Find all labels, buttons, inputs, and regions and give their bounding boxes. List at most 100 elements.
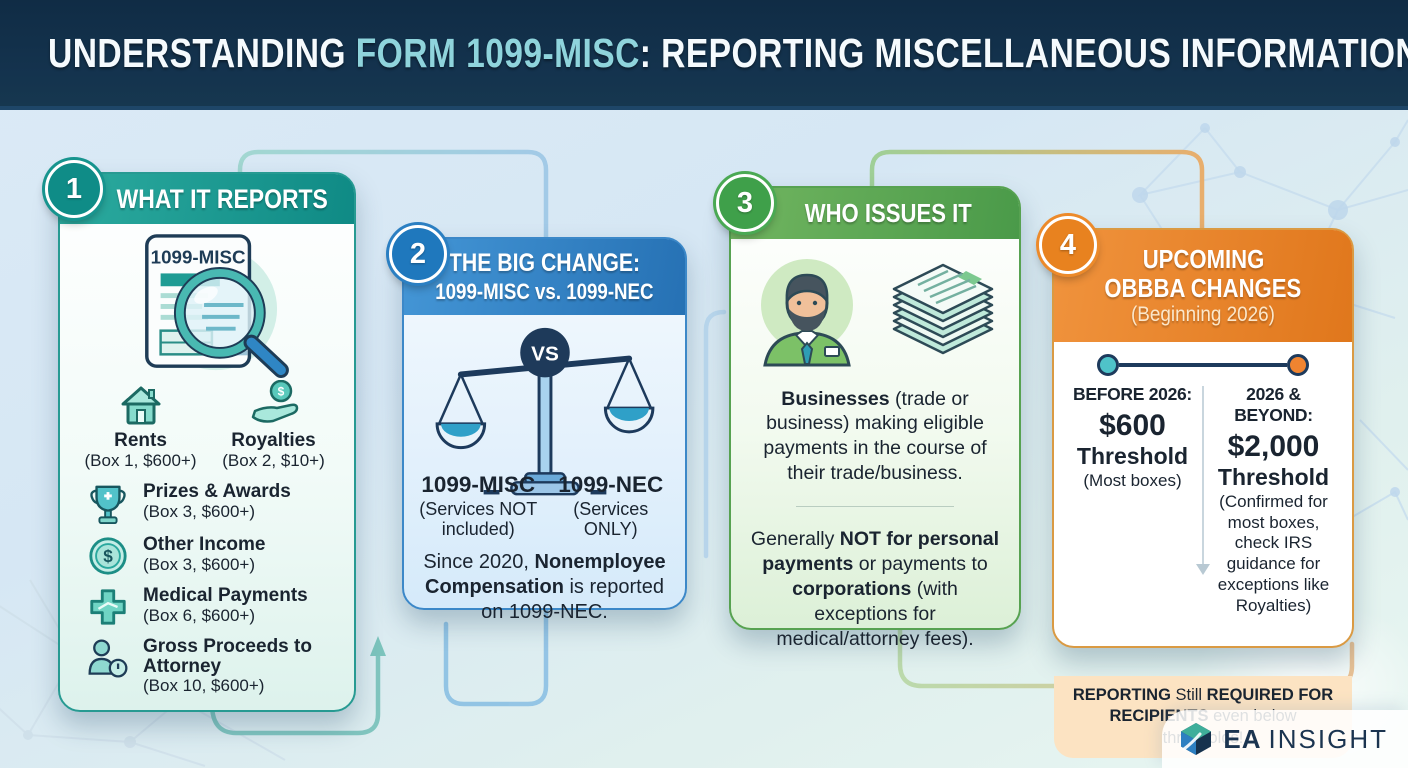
timeline-dot-before-icon: [1097, 354, 1119, 376]
vs-label: VS: [531, 343, 559, 366]
column-heading: 2026 & BEYOND:: [1234, 384, 1313, 425]
column-2026-beyond: 2026 & BEYOND: $2,000 Threshold (Confirm…: [1203, 384, 1344, 616]
threshold-sub: (Most boxes): [1083, 471, 1182, 490]
divider: [795, 505, 955, 508]
card-4-header: UPCOMING OBBBA CHANGES (Beginning 2026): [1054, 230, 1352, 342]
svg-text:$: $: [103, 546, 113, 566]
card-4-subtitle: (Beginning 2026): [1131, 303, 1275, 327]
timeline-line: [1119, 363, 1287, 367]
card-3-paragraph-1: Businesses (trade or business) making el…: [763, 387, 987, 485]
form-sub: (Services ONLY): [573, 498, 649, 540]
logo-rest: INSIGHT: [1268, 723, 1388, 754]
hand-coin-icon: $: [207, 380, 340, 428]
list-item-text: Medical Payments (Box 6, $600+): [143, 584, 308, 626]
svg-text:$: $: [277, 385, 284, 399]
list-item-other-income: $ Other Income (Box 3, $600+): [86, 533, 340, 577]
label-1099-misc: 1099-MISC (Services NOT included): [412, 473, 545, 540]
page-title: UNDERSTANDING FORM 1099-MISC: REPORTING …: [48, 30, 1408, 77]
featured-item-royalties: $ Royalties (Box 2, $10+): [207, 380, 340, 471]
featured-sub: (Box 2, $10+): [222, 450, 325, 470]
threshold-sub: (Confirmed for most boxes, check IRS gui…: [1217, 492, 1330, 615]
card-2-body: VS 1099-MISC (Services NOT included) 109…: [404, 315, 685, 654]
up-arrow-icon: [370, 636, 386, 656]
document-stack-icon: [882, 255, 1004, 363]
down-arrow-icon: [1196, 564, 1210, 582]
threshold-columns: BEFORE 2026: $600 Threshold (Most boxes)…: [1062, 384, 1344, 616]
step-3-badge: 3: [716, 174, 774, 232]
step-1-badge: 1: [45, 160, 103, 218]
business-person-icon: [746, 251, 868, 367]
step-2-badge: 2: [389, 225, 447, 283]
card-obbba-changes: 4 UPCOMING OBBBA CHANGES (Beginning 2026…: [1039, 216, 1354, 758]
balance-scale-icon: VS: [426, 317, 664, 513]
report-items-list: Prizes & Awards (Box 3, $600+) $ Other I…: [74, 480, 340, 697]
column-before-2026: BEFORE 2026: $600 Threshold (Most boxes): [1062, 384, 1203, 616]
timeline-dot-after-icon: [1287, 354, 1309, 376]
card-4-body: BEFORE 2026: $600 Threshold (Most boxes)…: [1054, 342, 1352, 758]
card-3-title: WHO ISSUES IT: [804, 198, 972, 228]
card-3-paragraph-2: Generally NOT for personal payments or p…: [750, 527, 1000, 650]
1099-misc-document-magnifier-icon: 1099-MISC: [116, 230, 298, 380]
step-4-badge: 4: [1039, 216, 1097, 274]
threshold-amount: $600: [1099, 409, 1166, 442]
list-item-text: Prizes & Awards (Box 3, $600+): [143, 480, 291, 522]
item-sub: (Box 6, $600+): [143, 605, 255, 625]
form-name: 1099-MISC: [421, 472, 536, 497]
scale-labels-row: 1099-MISC (Services NOT included) 1099-N…: [412, 473, 677, 540]
title-suffix: : REPORTING MISCELLANEOUS INFORMATION: [639, 29, 1408, 76]
threshold-label: Threshold: [1076, 443, 1189, 469]
card-2-title-line1: THE BIG CHANGE:: [448, 249, 641, 277]
card-2-note: Since 2020, Nonemployee Compensation is …: [423, 551, 666, 624]
medical-cross-icon: [86, 586, 130, 628]
header-bar: UNDERSTANDING FORM 1099-MISC: REPORTING …: [0, 0, 1408, 110]
card-4-title-line2: OBBBA CHANGES: [1104, 273, 1302, 303]
featured-label: Rents: [114, 430, 167, 451]
house-icon: [74, 380, 207, 428]
form-name: 1099-NEC: [558, 472, 664, 497]
title-prefix: UNDERSTANDING: [48, 29, 356, 76]
step-3-number: 3: [736, 186, 754, 219]
form-sub: (Services NOT included): [419, 498, 538, 540]
threshold-label: Threshold: [1217, 464, 1330, 490]
ea-insight-logo-icon: [1178, 721, 1214, 757]
title-highlight: FORM 1099-MISC: [355, 29, 640, 76]
item-label: Prizes & Awards: [143, 480, 291, 502]
attorney-icon: [86, 637, 130, 679]
card-1-body: 1099-MISC: [60, 224, 354, 707]
card-2-title-line2: 1099-MISC vs. 1099-NEC: [435, 279, 654, 304]
step-4-number: 4: [1059, 228, 1077, 261]
list-item-text: Gross Proceeds to Attorney (Box 10, $600…: [143, 635, 340, 697]
featured-label: Royalties: [231, 430, 316, 451]
featured-items-row: Rents (Box 1, $600+) $ Royalties (Box 2,…: [74, 380, 340, 471]
trophy-icon: [86, 482, 130, 526]
item-sub: (Box 3, $600+): [143, 554, 255, 574]
card-1-title: WHAT IT REPORTS: [116, 183, 328, 214]
column-divider: [1202, 386, 1204, 564]
card-3-body: Businesses (trade or business) making el…: [731, 239, 1019, 681]
card-big-change: 2 THE BIG CHANGE: 1099-MISC vs. 1099-NEC: [389, 225, 687, 623]
step-2-number: 2: [409, 237, 427, 270]
card-3-header: WHO ISSUES IT: [731, 188, 1019, 239]
list-item-text: Other Income (Box 3, $600+): [143, 533, 266, 575]
timeline: [1097, 354, 1309, 376]
list-item-attorney: Gross Proceeds to Attorney (Box 10, $600…: [86, 635, 340, 697]
card-4-title-line1: UPCOMING: [1142, 243, 1264, 274]
item-sub: (Box 3, $600+): [143, 501, 255, 521]
label-1099-nec: 1099-NEC (Services ONLY): [545, 473, 678, 540]
item-label: Medical Payments: [143, 584, 308, 606]
item-label: Gross Proceeds to Attorney: [143, 635, 312, 677]
card-who-issues-it: 3 WHO ISSUES IT: [716, 174, 1021, 650]
column-heading: BEFORE 2026:: [1073, 384, 1192, 404]
item-label: Other Income: [143, 533, 266, 555]
step-1-number: 1: [65, 172, 83, 205]
threshold-amount: $2,000: [1227, 430, 1320, 463]
coin-icon: $: [86, 535, 130, 577]
doc-label: 1099-MISC: [151, 247, 246, 268]
card-2-header: THE BIG CHANGE: 1099-MISC vs. 1099-NEC: [404, 239, 685, 315]
item-sub: (Box 10, $600+): [143, 676, 265, 696]
featured-sub: (Box 1, $600+): [84, 450, 197, 470]
card-what-it-reports: 1 WHAT IT REPORTS 1099-MISC: [45, 160, 356, 712]
